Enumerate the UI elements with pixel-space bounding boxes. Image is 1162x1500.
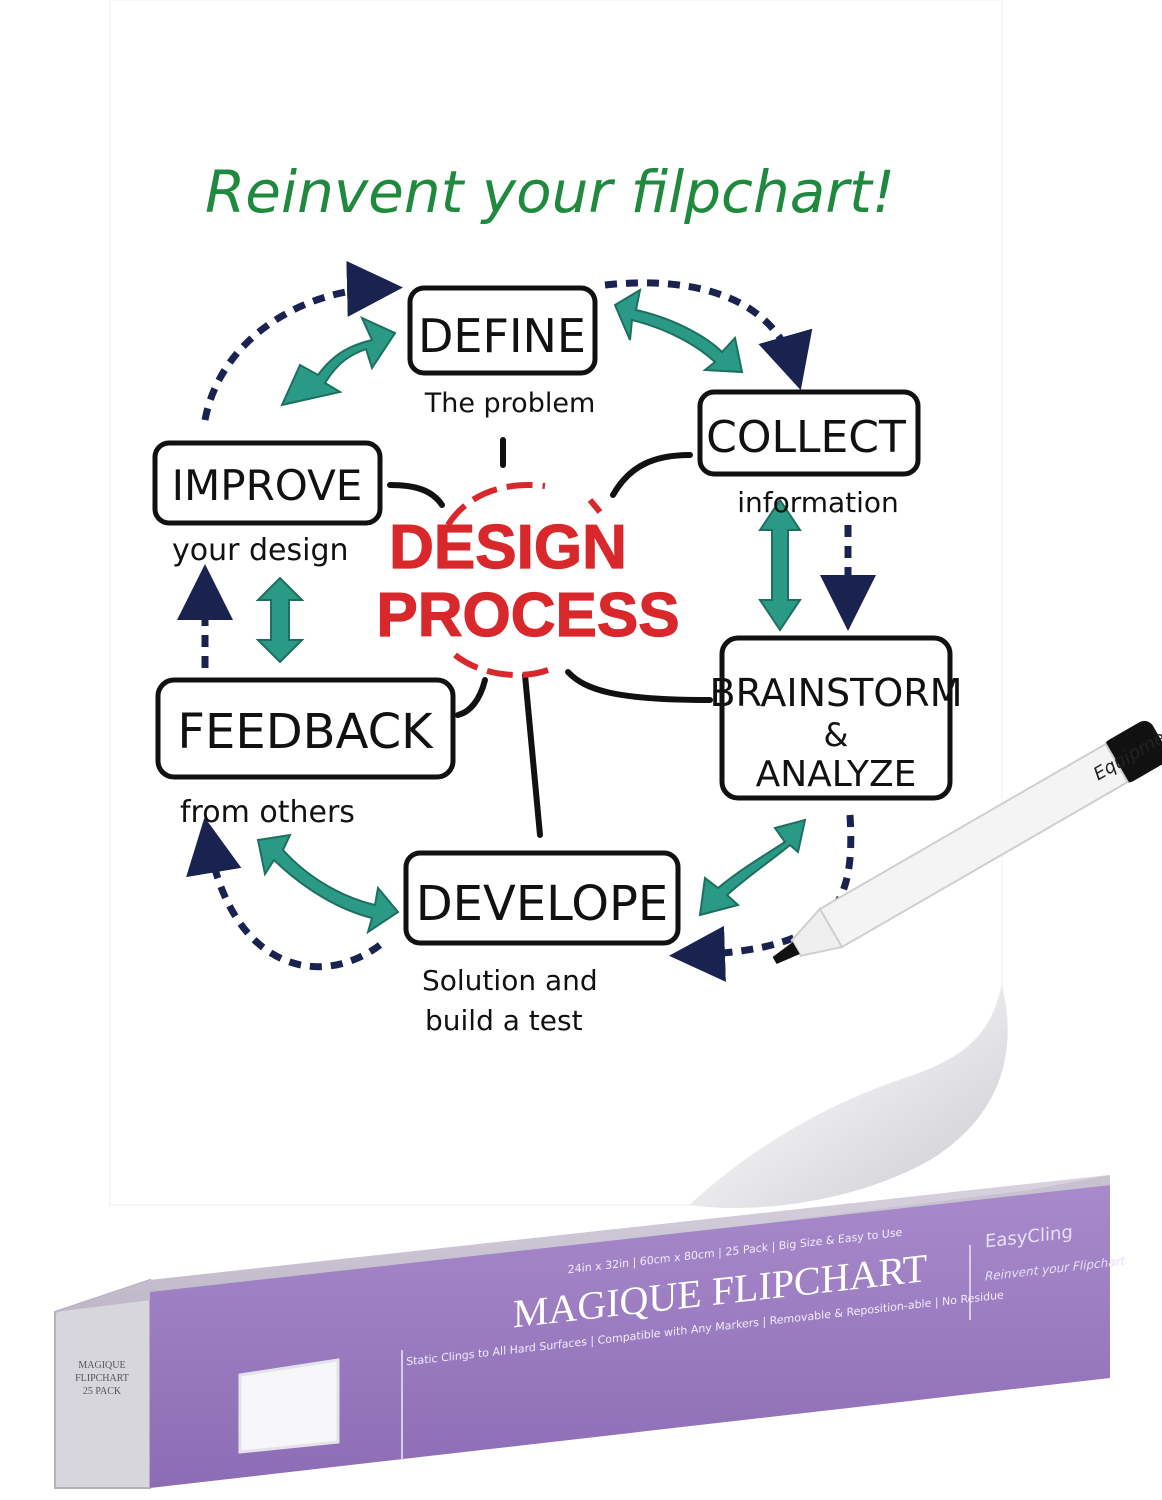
step-brainstorm: BRAINSTORM & ANALYZE: [710, 635, 963, 801]
step-title: COLLECT: [706, 412, 906, 463]
step-caption: from others: [180, 795, 355, 830]
step-caption-2: build a test: [425, 1004, 583, 1037]
product-box: MAGIQUE FLIPCHART 24in x 32in | 60cm x 8…: [54, 1175, 1126, 1489]
step-title: BRAINSTORM: [710, 671, 963, 715]
step-title: IMPROVE: [172, 461, 363, 510]
headline: Reinvent your filpchart!: [205, 158, 895, 226]
step-title-amp: &: [824, 716, 849, 754]
page-curl: [690, 985, 1008, 1208]
step-feedback: FEEDBACK from others: [155, 677, 456, 830]
svg-text:MAGIQUE: MAGIQUE: [78, 1360, 125, 1371]
teal-double-arrows: [255, 287, 807, 935]
box-front: [150, 1185, 1110, 1488]
step-title: FEEDBACK: [177, 704, 434, 760]
step-title: DEVELOPE: [416, 876, 669, 932]
step-caption: Solution and: [422, 964, 598, 997]
center-line-1: DESIGN: [389, 513, 627, 582]
step-collect: COLLECT information: [697, 389, 921, 519]
step-title-2: ANALYZE: [756, 754, 917, 795]
box-end-label: MAGIQUE FLIPCHART 25 PACK: [75, 1360, 129, 1397]
step-caption: information: [737, 486, 899, 519]
svg-text:FLIPCHART: FLIPCHART: [75, 1373, 129, 1384]
connector-lines: [387, 437, 713, 838]
step-define: DEFINE The problem: [407, 285, 598, 419]
box-end: [54, 1278, 151, 1489]
step-improve: IMPROVE your design: [152, 440, 383, 568]
step-title: DEFINE: [418, 309, 586, 363]
step-caption: The problem: [424, 388, 596, 419]
center-line-2: PROCESS: [376, 581, 679, 650]
step-caption: your design: [172, 533, 349, 568]
step-develope: DEVELOPE Solution and build a test: [403, 850, 681, 1037]
svg-text:25 PACK: 25 PACK: [83, 1386, 122, 1397]
design-process-center: DESIGN PROCESS: [376, 482, 680, 678]
box-window: [238, 1358, 340, 1454]
